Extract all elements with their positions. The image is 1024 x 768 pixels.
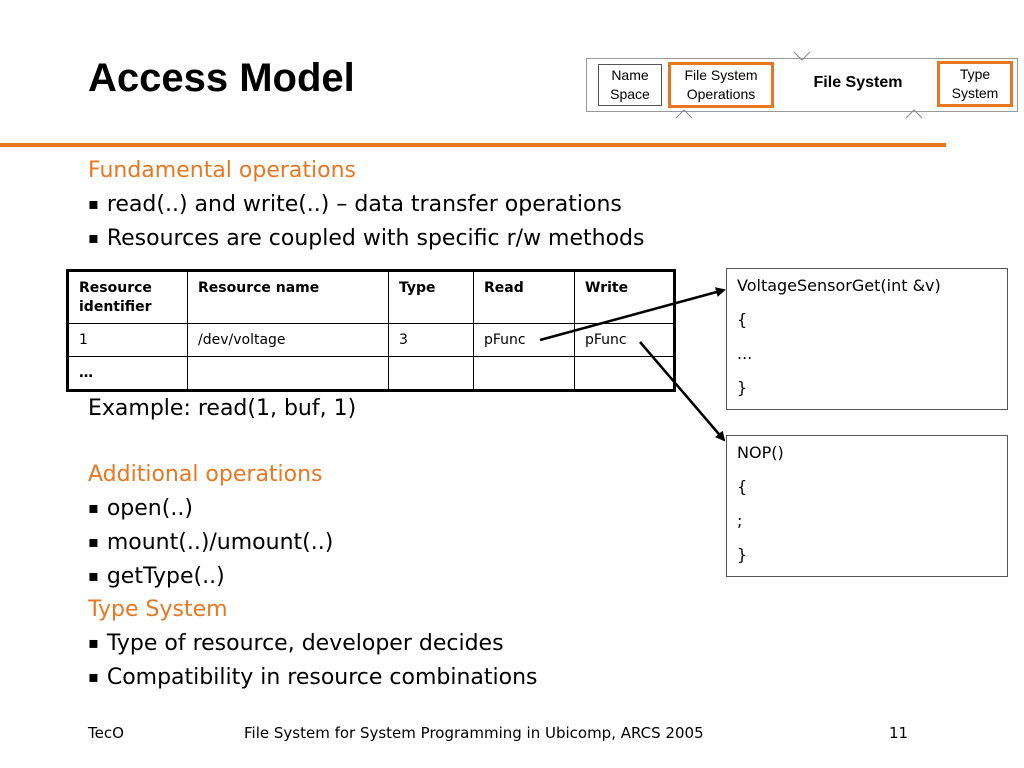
additional-heading: Additional operations — [88, 462, 323, 487]
cell-type — [388, 356, 474, 391]
type-system-bullet-2: Compatibility in resource combinations — [88, 665, 538, 690]
additional-bullet-1: open(..) — [88, 496, 193, 521]
col-header-name: Resource name — [187, 270, 389, 324]
header-diagram-arrows — [675, 51, 923, 119]
cell-name — [187, 356, 389, 391]
file-system-label: File System — [813, 74, 903, 91]
cell-identifier: … — [67, 356, 188, 391]
cell-write: pFunc — [574, 323, 675, 357]
code-line: VoltageSensorGet(int &v) — [737, 276, 941, 295]
code-line: } — [737, 378, 748, 397]
write-arrow — [639, 341, 726, 442]
page-number: 11 — [889, 724, 909, 742]
table-row: … — [67, 356, 675, 391]
code-box-voltage: VoltageSensorGet(int &v) { ... } — [726, 268, 1008, 410]
code-line: } — [737, 545, 748, 564]
name-space-box: Name Space — [598, 64, 662, 106]
fs-operations-box: File System Operations — [668, 62, 774, 108]
cell-identifier: 1 — [67, 323, 188, 357]
footer-center: File System for System Programming in Ub… — [244, 724, 704, 742]
code-line: { — [737, 310, 748, 329]
fundamental-bullet-2: Resources are coupled with specific r/w … — [88, 226, 645, 251]
title-divider — [0, 143, 946, 147]
type-system-bullet-1: Type of resource, developer decides — [88, 631, 504, 656]
code-line: ; — [737, 511, 743, 530]
footer-left: TecO — [88, 724, 124, 742]
table-header-row: Resource identifier Resource name Type R… — [67, 270, 675, 324]
cell-read — [473, 356, 575, 391]
code-line: { — [737, 477, 748, 496]
table-row: 1 /dev/voltage 3 pFunc pFunc — [67, 323, 675, 357]
resource-table: Resource identifier Resource name Type R… — [66, 269, 676, 392]
type-system-box: Type System — [937, 61, 1013, 107]
fundamental-bullet-1: read(..) and write(..) – data transfer o… — [88, 192, 622, 217]
col-header-identifier: Resource identifier — [67, 270, 188, 324]
fundamental-heading: Fundamental operations — [88, 158, 356, 183]
col-header-type: Type — [388, 270, 474, 324]
read-arrow — [539, 287, 726, 342]
col-header-read: Read — [473, 270, 575, 324]
slide-title: Access Model — [88, 56, 355, 100]
code-box-nop: NOP() { ; } — [726, 435, 1008, 577]
code-line: ... — [737, 344, 753, 363]
example-text: Example: read(1, buf, 1) — [88, 396, 357, 421]
additional-bullet-3: getType(..) — [88, 564, 225, 589]
type-system-heading: Type System — [88, 597, 228, 622]
code-line: NOP() — [737, 443, 784, 462]
col-header-write: Write — [574, 270, 675, 324]
additional-bullet-2: mount(..)/umount(..) — [88, 530, 333, 555]
